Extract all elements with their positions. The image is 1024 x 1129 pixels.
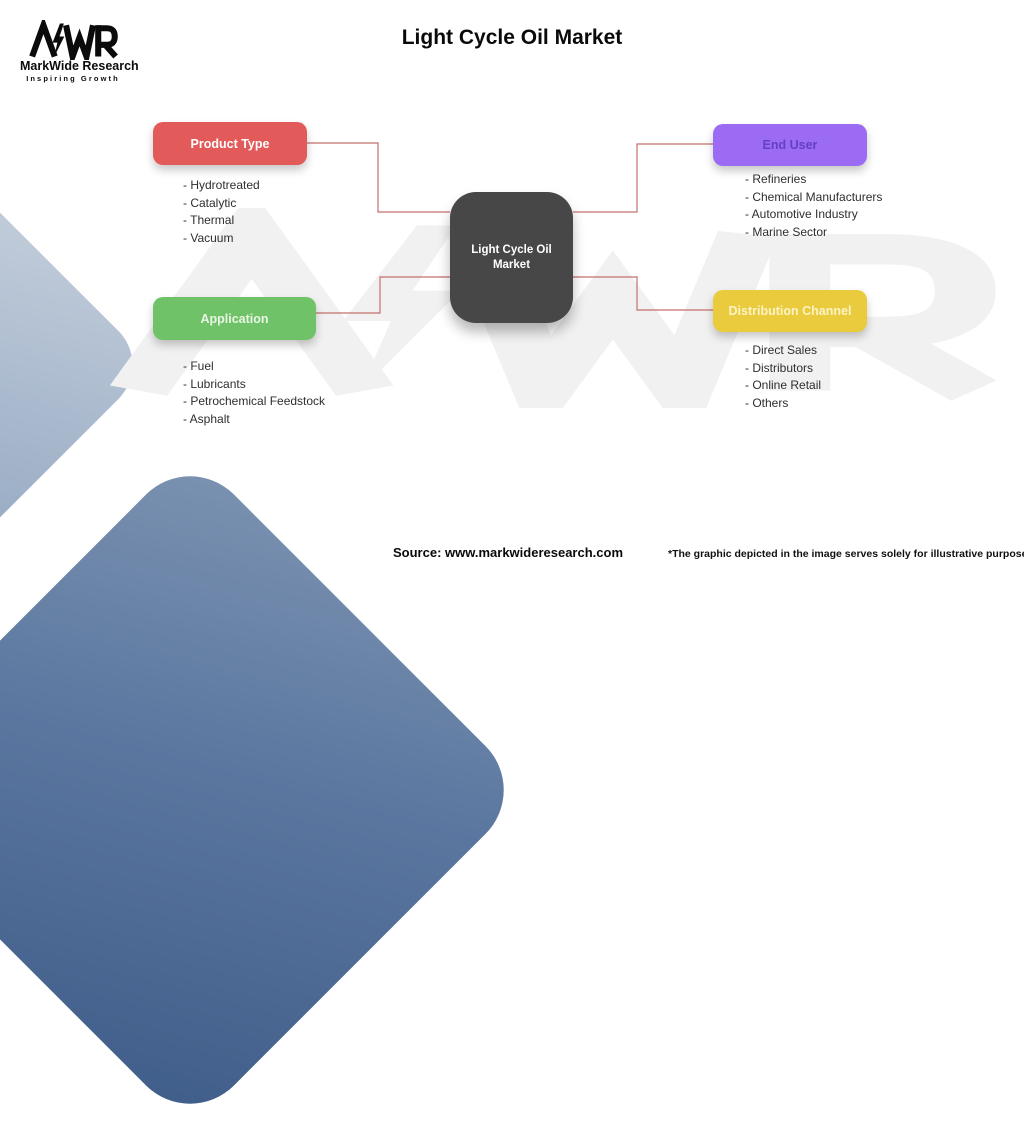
list-item: - Chemical Manufacturers — [745, 189, 883, 204]
list-item: - Asphalt — [183, 411, 230, 426]
application-list: - Fuel - Lubricants - Petrochemical Feedst… — [183, 358, 325, 428]
list-item: - Others — [745, 395, 789, 410]
list-item: - Thermal — [183, 213, 235, 227]
product-type-list: - Hydrotreated - Catalytic - Thermal - Vacu… — [183, 177, 260, 247]
logo-name: MarkWide Research — [20, 59, 139, 73]
list-item: - Hydrotreated — [183, 178, 260, 192]
distribution-channel-list: - Direct Sales - Distributors - Online Ret… — [745, 342, 821, 412]
list-item: - Direct Sales — [745, 343, 818, 357]
center-node: Light Cycle Oil Market — [450, 192, 573, 323]
disclaimer-text: *The graphic depicted in the image serve… — [668, 548, 1024, 560]
list-item: - Refineries — [745, 172, 807, 186]
list-item: - Distributors — [745, 360, 814, 375]
product-type-box: Product Type — [153, 122, 307, 165]
list-item: - Marine Sector — [745, 224, 828, 239]
end-user-box: End User — [713, 124, 867, 166]
list-item: - Fuel — [183, 359, 214, 373]
end-user-list: - Refineries - Chemical Manufacturers - Au… — [745, 171, 882, 241]
list-item: - Vacuum — [183, 230, 234, 245]
list-item: - Catalytic — [183, 195, 237, 210]
connector-end-user — [573, 143, 713, 213]
connector-lines — [307, 142, 713, 314]
source-text: Source: www.markwideresearch.com — [393, 545, 624, 560]
connector-distribution-channel — [573, 276, 713, 311]
list-item: - Lubricants — [183, 376, 246, 391]
list-item: - Petrochemical Feedstock — [183, 394, 326, 408]
list-item: - Automotive Industry — [745, 207, 858, 221]
connector-product-type — [307, 142, 450, 213]
list-item: - Online Retail — [745, 378, 822, 392]
logo-tagline: Inspiring Growth — [26, 74, 120, 83]
logo: MarkWide Research Inspiring Growth — [20, 20, 139, 83]
application-box: Application — [153, 297, 316, 340]
page-title: Light Cycle Oil Market — [401, 26, 623, 49]
distribution-channel-box: Distribution Channel — [713, 290, 867, 332]
connector-application — [316, 276, 450, 314]
